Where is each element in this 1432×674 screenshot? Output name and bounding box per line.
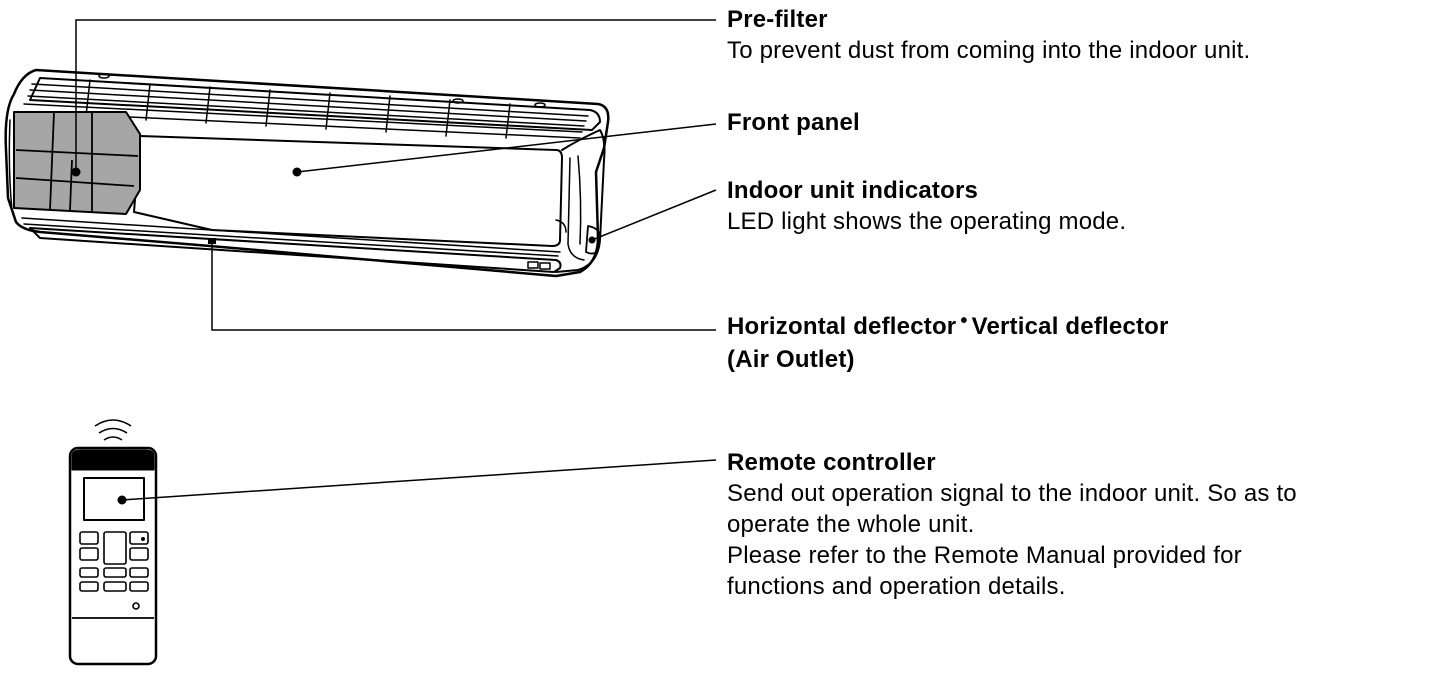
indoor-unit: [4, 68, 610, 278]
leader-front-panel: [296, 123, 717, 173]
indicators-title: Indoor unit indicators: [727, 177, 979, 204]
unit-body-outline: [4, 68, 610, 278]
deflector-title-line1: Horizontal deflector•Vertical deflector: [727, 310, 1169, 344]
remote-controller: HITACHI: [68, 419, 158, 666]
leader-remote: [121, 459, 717, 501]
pre-filter: [13, 111, 141, 215]
signal-waves-icon: [94, 419, 132, 441]
air-outlet: [29, 227, 562, 273]
remote-desc-line-3: Please refer to the Remote Manual provid…: [727, 542, 1242, 569]
leader-dots: [71, 167, 596, 505]
remote-desc-line-2: operate the whole unit.: [727, 511, 975, 538]
vertical-deflector-text: Vertical deflector: [971, 313, 1169, 340]
remote-title: Remote controller: [727, 449, 936, 476]
label-deflector: Horizontal deflector•Vertical deflector …: [727, 310, 1169, 375]
leader-prefilter: [75, 19, 716, 172]
grille-dividers: [85, 79, 511, 139]
bullet-separator: •: [960, 310, 968, 332]
remote-buttons: [79, 531, 149, 610]
indicators-desc: LED light shows the operating mode.: [727, 208, 1127, 235]
leader-lines: [75, 19, 717, 501]
pre-filter-desc: To prevent dust from coming into the ind…: [727, 37, 1251, 64]
label-remote-controller: Remote controller Send out operation sig…: [727, 447, 1297, 602]
leader-indicators: [591, 189, 717, 241]
remote-brand-logo: HITACHI: [99, 459, 126, 465]
front-panel-title: Front panel: [727, 109, 860, 136]
remote-desc-line-1: Send out operation signal to the indoor …: [727, 480, 1297, 507]
label-front-panel: Front panel: [727, 107, 860, 138]
deflector-title-line2: (Air Outlet): [727, 346, 855, 373]
horizontal-deflector-text: Horizontal deflector: [727, 313, 957, 340]
pre-filter-title: Pre-filter: [727, 6, 828, 33]
label-pre-filter: Pre-filter To prevent dust from coming i…: [727, 4, 1250, 66]
remote-body: [68, 446, 158, 666]
remote-desc-line-4: functions and operation details.: [727, 573, 1066, 600]
label-indoor-unit-indicators: Indoor unit indicators LED light shows t…: [727, 175, 1126, 237]
grille-rim: [29, 77, 601, 131]
indicator-window: [585, 225, 601, 255]
leader-deflector: [211, 244, 716, 331]
front-panel: [133, 135, 563, 247]
